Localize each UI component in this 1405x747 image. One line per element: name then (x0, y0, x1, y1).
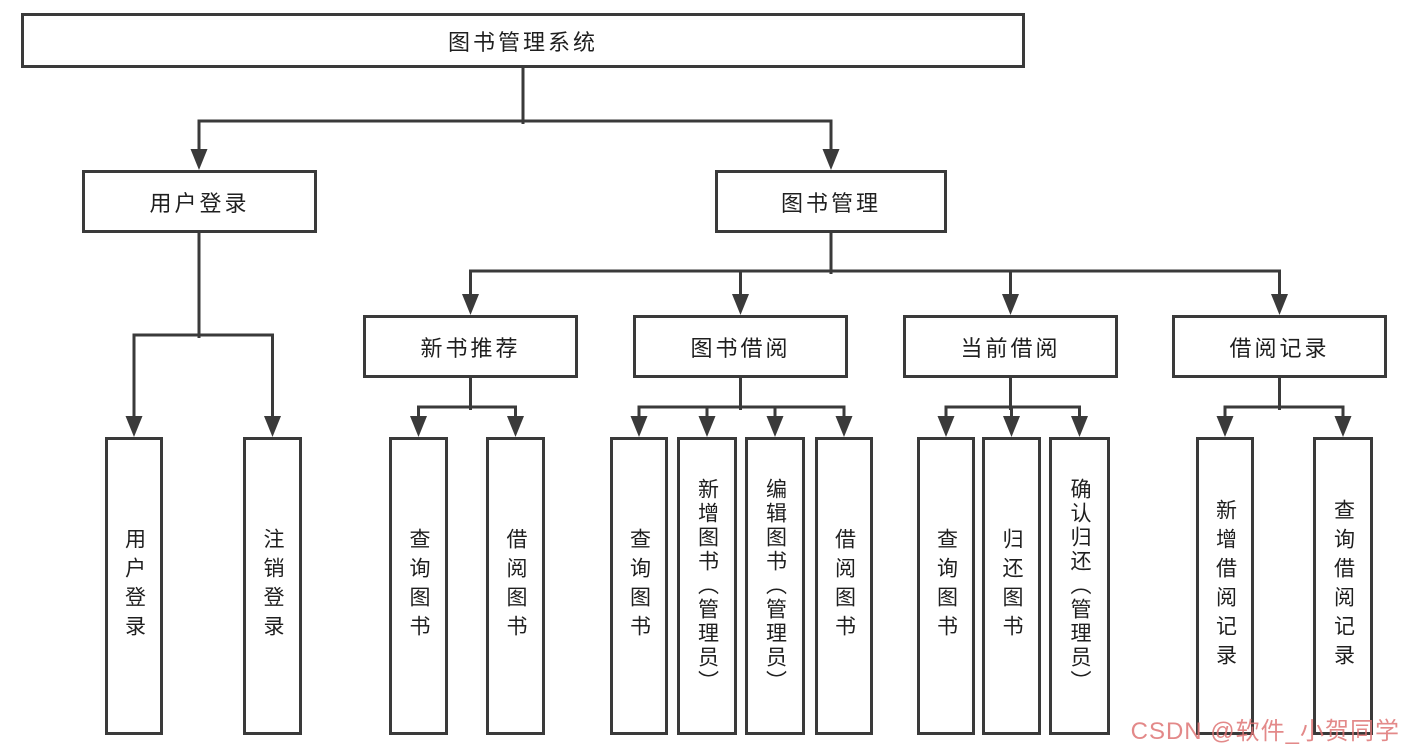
node-login-logout-label: 注销登录 (261, 528, 284, 644)
watermark: CSDN @软件_小贺同学 (1130, 718, 1400, 745)
node-borrow-add-label: 新增图书（管理员） (695, 478, 719, 694)
node-borrow-borrow: 借阅图书 (815, 437, 873, 735)
node-borrow-edit-label: 编辑图书（管理员） (763, 478, 787, 694)
node-records-query-label: 查询借阅记录 (1331, 499, 1355, 673)
node-records-add-label: 新增借阅记录 (1213, 499, 1237, 673)
node-login-user-label: 用户登录 (122, 528, 146, 644)
node-current-return: 归还图书 (982, 437, 1041, 735)
node-book-mgmt: 图书管理 (715, 170, 947, 233)
node-user-login: 用户登录 (82, 170, 317, 233)
node-login-logout: 注销登录 (243, 437, 302, 735)
node-login-user: 用户登录 (105, 437, 163, 735)
node-borrow-query: 查询图书 (610, 437, 668, 735)
node-records-add: 新增借阅记录 (1196, 437, 1254, 735)
node-newbook-query: 查询图书 (389, 437, 448, 735)
node-current-query: 查询图书 (917, 437, 975, 735)
node-newbook-query-label: 查询图书 (407, 528, 430, 644)
node-borrow-query-label: 查询图书 (627, 528, 651, 644)
node-borrow-records: 借阅记录 (1172, 315, 1387, 378)
node-current-confirm-label: 确认归还（管理员） (1068, 478, 1091, 694)
node-records-query: 查询借阅记录 (1313, 437, 1373, 735)
arrow-down-icons (125, 149, 1352, 437)
node-newbook-borrow-label: 借阅图书 (504, 528, 527, 644)
node-borrow-borrow-label: 借阅图书 (832, 528, 856, 644)
node-borrow-edit: 编辑图书（管理员） (745, 437, 805, 735)
node-current-query-label: 查询图书 (934, 528, 958, 644)
node-current-borrow: 当前借阅 (903, 315, 1118, 378)
node-new-book: 新书推荐 (363, 315, 578, 378)
node-newbook-borrow: 借阅图书 (486, 437, 545, 735)
node-book-borrow: 图书借阅 (633, 315, 848, 378)
node-borrow-add: 新增图书（管理员） (677, 437, 737, 735)
node-current-confirm: 确认归还（管理员） (1049, 437, 1110, 735)
node-root: 图书管理系统 (21, 13, 1025, 68)
node-current-return-label: 归还图书 (1000, 528, 1023, 644)
